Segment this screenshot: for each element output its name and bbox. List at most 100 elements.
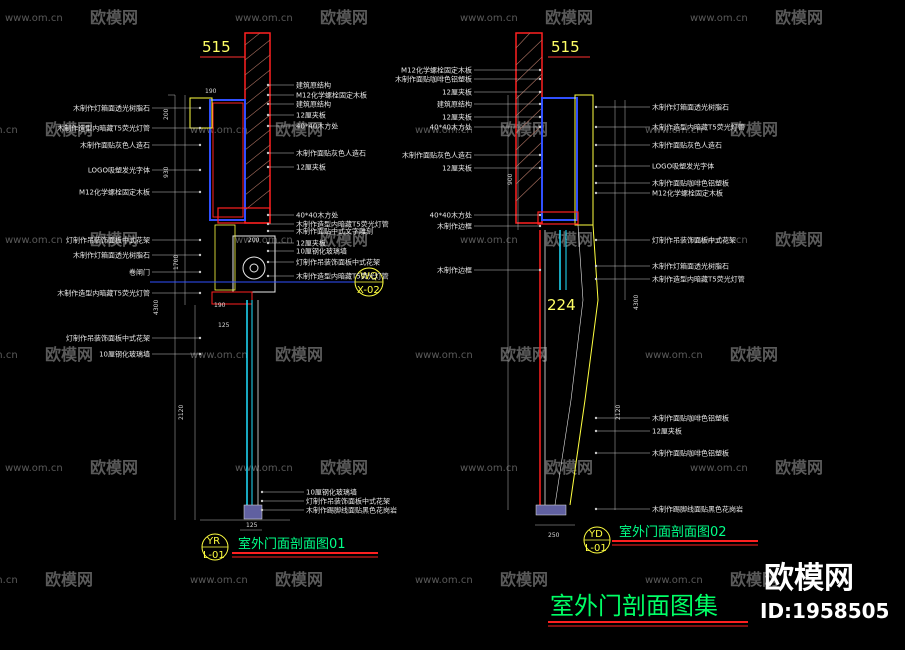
leader-label: 木制作造型内暗藏T5荧光灯管 [594,275,745,284]
label-text: 灯制作吊装饰面板中式花架 [66,236,150,245]
watermark-brand: 欧模网 [500,570,548,589]
leader-label: 木制作面贴灰色人造石 [594,141,722,150]
leader-label: 灯制作吊装饰面板中式花架 [66,236,202,245]
callout-wq-bottom: X-02 [357,285,380,296]
leader-label: 12厘夹板 [594,427,682,436]
label-text: 木制作造型内暗藏T5荧光灯管 [296,220,389,229]
watermark-brand: 欧模网 [90,458,138,477]
watermark: 欧模网 www.om.cn [690,230,823,249]
label-text: 12厘夹板 [296,163,326,172]
watermark-brand: 欧模网 [545,230,593,249]
left-dim-4: 2120 [178,405,185,420]
label-text: M12化学螺栓固定木板 [79,188,150,197]
watermark-brand: 欧模网 [90,230,138,249]
leader-label: 40*40木方处 [266,122,338,131]
watermark-brand: 欧模网 [275,570,323,589]
watermark-brand: 欧模网 [45,120,93,139]
leader-label: 木制作面贴灰色人造石 [266,149,366,158]
watermark-brand: 欧模网 [275,345,323,364]
leader-label: 木制作造型内暗藏T5荧光灯管 [57,124,202,133]
brand-logo: 欧模网 [764,561,854,596]
watermark-url: www.om.cn [645,350,703,361]
watermark-brand: 欧模网 [45,345,93,364]
watermark-layer: 欧模网 www.om.cn 欧模网 www.om.cn 欧模网 www.om.cn 欧模网 w… [0,8,823,589]
label-text: 灯制作吊装饰面板中式花架 [652,236,736,245]
right-section-title: 室外门面剖面图02 [619,524,727,540]
watermark-brand: 欧模网 [775,230,823,249]
label-text: 建筑原结构 [437,100,472,109]
leader-label: 灯制作吊装饰面板中式花架 [266,258,380,267]
right-labels: M12化学螺栓固定木板木制作面贴咖啡色铝塑板12厘夹板建筑原结构12厘夹板40*… [395,66,745,514]
left-top-dimension: 515 [202,38,231,56]
watermark-url: www.om.cn [460,463,518,474]
right-section: 515 224 900 4300 2120 [395,32,758,554]
label-text: 建筑原结构 [296,81,331,90]
leader-label: 木制作面贴灰色人造石 [402,151,542,160]
watermark: 欧模网 www.om.cn [235,8,368,27]
label-text: 木制作灯箱面透光树脂石 [73,251,150,260]
left-dim-8: 125 [246,522,258,529]
label-text: 木制作踢脚线面贴黑色花岗岩 [652,505,743,514]
watermark-url: www.om.cn [235,13,293,24]
label-text: 木制作造型内暗藏T5荧光灯管 [296,272,389,281]
watermark-url: www.om.cn [235,463,293,474]
left-dim-9: 190 [214,302,226,309]
label-text: 40*40木方处 [430,211,472,220]
label-text: 卷闸门 [129,268,150,277]
leader-label: 12厘夹板 [266,239,326,248]
leader-label: 12厘夹板 [266,111,326,120]
watermark-brand: 欧模网 [320,8,368,27]
leader-label: 灯制作吊装饰面板中式花架 [66,334,202,343]
leader-label: 木制作边框 [437,266,542,275]
watermark: 欧模网 www.om.cn [460,230,593,249]
leader-label: 木制作造型内暗藏T5荧光灯管 [594,123,745,132]
watermark: 欧模网 www.om.cn [5,230,138,249]
label-text: 木制作面贴咖啡色铝塑板 [395,75,472,84]
watermark-url: www.om.cn [235,235,293,246]
watermark-url: www.om.cn [5,235,63,246]
right-tag-top: YD [588,529,603,540]
leader-label: 建筑原结构 [266,81,331,90]
label-text: 12厘夹板 [442,164,472,173]
label-text: 木制作面贴灰色人造石 [80,141,150,150]
watermark-brand: 欧模网 [500,120,548,139]
watermark-url: www.om.cn [415,125,473,136]
label-text: 40*40木方处 [430,123,472,132]
left-dim-3: 930 [163,166,170,178]
label-text: 10厘钢化玻璃墙 [306,488,357,497]
leader-label: 10厘钢化玻璃墙 [266,247,347,256]
watermark-url: www.om.cn [415,575,473,586]
watermark-brand: 欧模网 [500,345,548,364]
watermark-brand: 欧模网 [730,345,778,364]
watermark-brand: 欧模网 [545,8,593,27]
leader-label: 40*40木方处 [266,211,338,220]
label-text: M12化学螺栓固定木板 [296,91,367,100]
watermark: 欧模网 www.om.cn [415,570,548,589]
watermark-url: www.om.cn [690,235,748,246]
leader-label: 10厘钢化玻璃墙 [260,488,357,497]
label-text: 木制作造型内暗藏T5荧光灯管 [57,289,150,298]
leader-label: LOGO吸塑发光字体 [88,166,202,175]
watermark-url: www.om.cn [190,575,248,586]
label-text: 木制作造型内暗藏T5荧光灯管 [652,123,745,132]
watermark-url: www.om.cn [0,125,18,136]
right-mid-dimension: 224 [547,296,576,314]
watermark-brand: 欧模网 [275,120,323,139]
watermark-url: www.om.cn [0,575,18,586]
leader-label: 灯制作吊装饰面板中式花架 [594,236,736,245]
leader-label: 12厘夹板 [442,113,542,122]
right-dim-2: 4300 [633,295,640,310]
leader-label: 建筑原结构 [437,100,542,109]
leader-label: 木制作面贴中式文字雕刻 [266,227,373,236]
leader-label: 木制作灯箱面透光树脂石 [594,262,729,271]
watermark-url: www.om.cn [460,235,518,246]
label-text: 木制作灯箱面透光树脂石 [652,262,729,271]
